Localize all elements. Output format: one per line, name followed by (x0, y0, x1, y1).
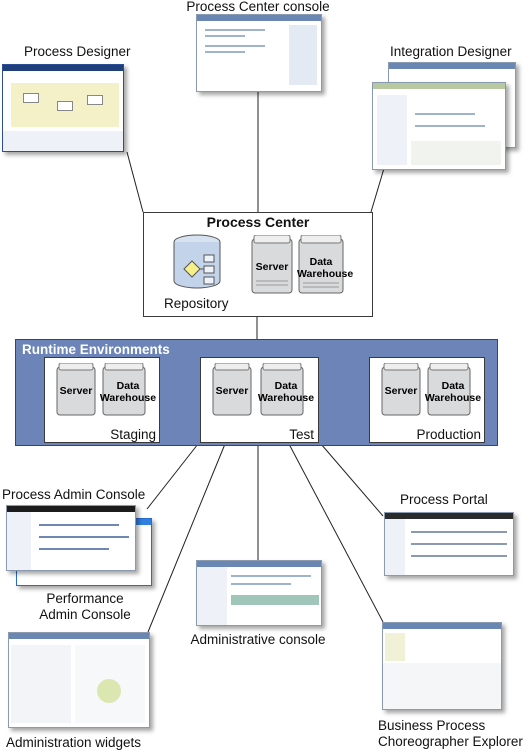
repository-label: Repository (164, 296, 229, 311)
administrative-console-thumbnail (196, 560, 322, 626)
administrative-console-label: Administrative console (190, 632, 326, 647)
server-icon (56, 363, 96, 416)
bpc-connector (288, 443, 384, 623)
environment-name: Staging (110, 427, 156, 442)
designer-connector (126, 151, 144, 213)
integration-connector (370, 164, 386, 213)
portal-connector (320, 443, 384, 517)
repository-icon (173, 234, 221, 289)
integration-designer-label: Integration Designer (390, 44, 512, 59)
server-icon (381, 363, 421, 416)
data-warehouse-icon (298, 235, 344, 294)
data-warehouse-icon (102, 363, 146, 416)
widgets-connector (147, 443, 226, 633)
administration-widgets-thumbnail (8, 632, 150, 728)
process-admin-console-thumbnail (6, 505, 136, 571)
server-label: Server (59, 385, 93, 397)
process-center-console-label: Process Center console (186, 0, 330, 14)
server-icon (251, 235, 293, 294)
process-admin-console-label: Process Admin Console (2, 487, 146, 502)
bpc-explorer-thumbnail (382, 622, 502, 710)
process-portal-thumbnail (384, 512, 514, 576)
runtime-environments-title: Runtime Environments (22, 342, 170, 357)
process-designer-label: Process Designer (24, 44, 131, 59)
server-label: Server (255, 261, 289, 273)
process-designer-thumbnail (2, 64, 124, 152)
process-center-title: Process Center (206, 214, 310, 230)
admin-console-connector (146, 443, 199, 510)
environment-name: Test (289, 427, 314, 442)
server-label: Server (384, 385, 418, 397)
server-icon (212, 363, 252, 416)
server-label: Server (215, 385, 249, 397)
process-center-console-thumbnail (196, 14, 322, 92)
data-warehouse-icon (427, 363, 471, 416)
administration-widgets-label: Administration widgets (6, 735, 142, 750)
process-portal-label: Process Portal (400, 492, 488, 507)
integration-designer-thumbnail (372, 82, 506, 170)
environment-name: Production (416, 427, 481, 442)
data-warehouse-icon (260, 363, 304, 416)
